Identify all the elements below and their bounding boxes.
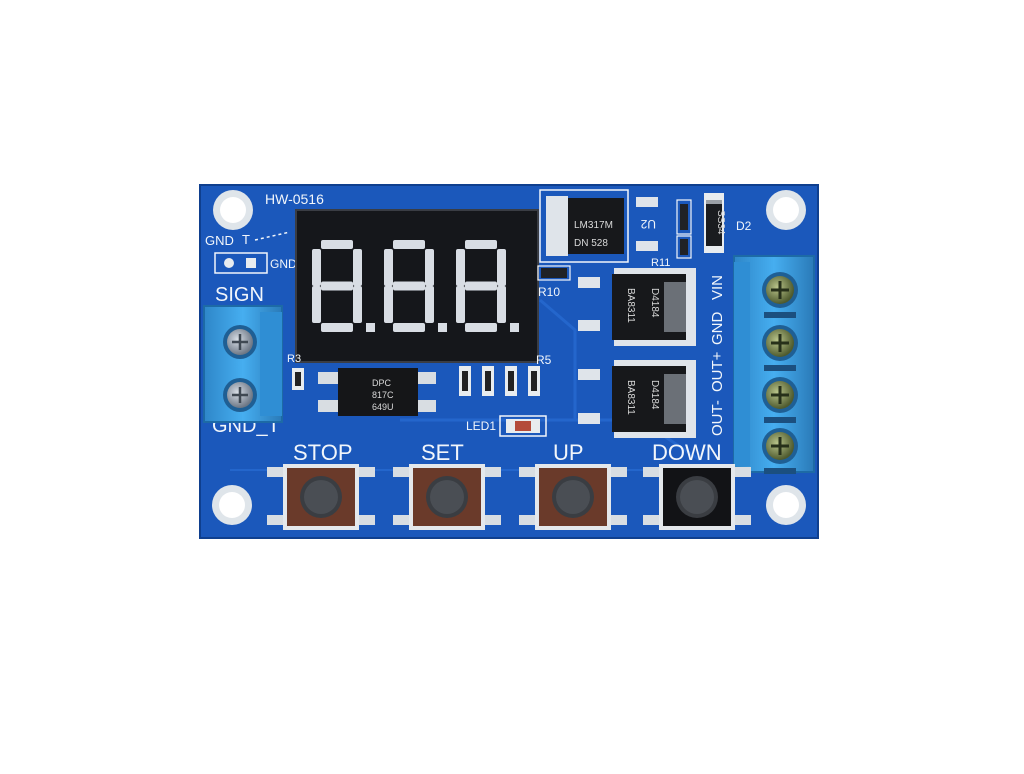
mosfet-top-line1: D4184 [649,288,660,318]
segment [456,249,465,286]
seven-segment-display [295,209,539,363]
segment [393,240,425,249]
smd-resistor-pair [537,199,692,281]
led1-label: LED1 [466,419,496,433]
mosfet-bottom-line1: D4184 [649,380,660,410]
gnd-label: GND [205,233,234,248]
vin-label: VIN [709,275,726,300]
segment [393,323,425,332]
segment [353,286,362,323]
decimal-point [510,323,519,332]
gnd-right-label: GND [709,312,726,346]
gnd-small-label: GND [270,257,297,271]
up-label: UP [553,440,584,465]
smd-resistor-array [292,366,540,396]
optocoupler-chip: DPC 817C 649U [318,368,436,416]
mosfet-top-line2: BA8311 [625,288,636,323]
digit-2 [384,240,447,332]
segment [384,249,393,286]
segment [321,281,353,291]
segment [497,286,506,323]
voltage-regulator-chip: LM317M DN 528 [539,189,658,263]
opto-line2: 817C [372,390,394,400]
out-plus-label: OUT+ [709,351,726,392]
segment [425,286,434,323]
decimal-point [438,323,447,332]
mosfet-bottom: BA8311 D4184 [578,360,696,438]
segment [465,323,497,332]
r11-label: R11 [651,257,670,269]
segment [425,249,434,286]
segment [321,323,353,332]
segment [393,281,425,291]
regulator-line2: DN 528 [574,238,608,249]
down-label: DOWN [652,440,722,465]
sign-label: SIGN [215,284,264,306]
up-button[interactable] [519,464,627,530]
r5-label: R5 [536,353,552,367]
signal-terminal-block [203,305,283,423]
segment [384,286,393,323]
set-label: SET [421,440,464,465]
regulator-line1: LM317M [574,220,613,231]
model-label: HW-0516 [265,191,324,207]
segment [465,240,497,249]
u2-label: U2 [640,217,656,231]
mosfet-top: BA8311 D4184 [578,268,696,346]
digit-1 [312,240,375,332]
t-label: T [242,232,250,247]
led-indicator [499,415,547,437]
down-button[interactable] [643,464,751,530]
segment [321,240,353,249]
opto-line3: 649U [372,402,394,412]
out-minus-label: OUT- [709,400,726,436]
stop-label: STOP [293,440,353,465]
set-button[interactable] [393,464,501,530]
mosfet-bottom-line2: BA8311 [625,380,636,415]
opto-line1: DPC [372,378,392,388]
mounting-hole-top-left [213,190,253,230]
mounting-hole-bottom-left [212,485,252,525]
mounting-hole-bottom-right [766,485,806,525]
mounting-hole-top-right [766,190,806,230]
d2-label: D2 [736,219,752,233]
power-terminal-block [733,255,815,474]
segment [312,286,321,323]
segment [465,281,497,291]
segment [497,249,506,286]
diode-label: SS34 [715,210,726,235]
schottky-diode: SS34 [704,193,726,253]
stop-button[interactable] [267,464,375,530]
decimal-point [366,323,375,332]
segment [312,249,321,286]
r3-label: R3 [287,353,301,365]
segment [353,249,362,286]
segment [456,286,465,323]
r10-label: R10 [538,285,560,299]
digit-3 [456,240,519,332]
